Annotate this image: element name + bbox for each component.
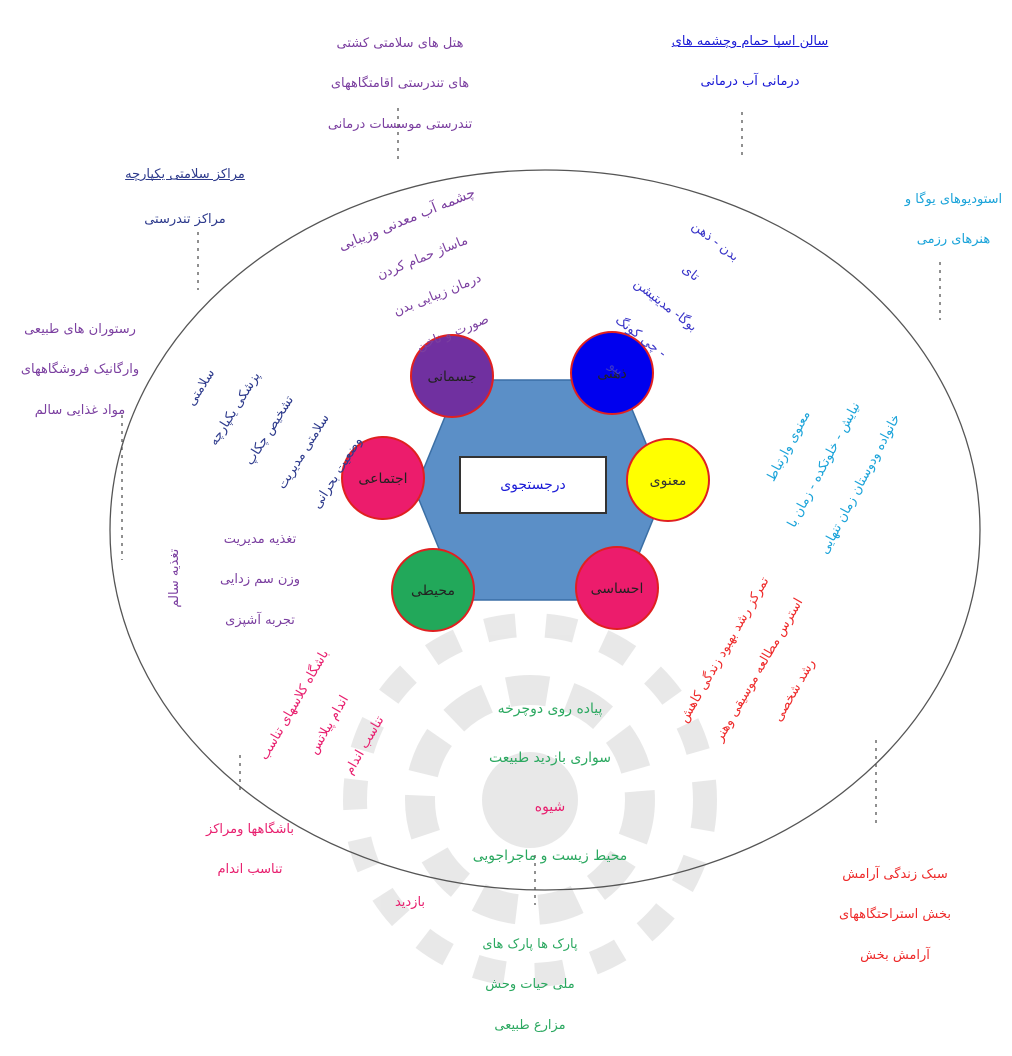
nodes-layer: جسمانی ذهنی معنوی احساسی محیطی اجتماعی [341, 331, 710, 632]
environment-line: پیاده روی دوچرخه [497, 700, 603, 717]
node-label-ejtemai: اجتماعی [358, 471, 407, 487]
node-label-ehsasi: احساسی [591, 581, 644, 597]
hotels-line: تندرستی موسسات درمانی [327, 116, 473, 132]
node-circle-zehni [570, 331, 654, 415]
environment-line: شیوه [534, 798, 566, 815]
fitness-centers-label: مراکز تندرستی [120, 190, 250, 250]
nutrition-title-line: تغذیه سالم [166, 548, 182, 608]
organic-restaurants-label: رستوران های طبیعی وارگانیک فروشگاههای مو… [5, 300, 155, 441]
gyms-line: باشگاهها ومراکز [206, 822, 294, 838]
integrated-centers-line: مراکز سلامتی یکپارچه [125, 167, 245, 183]
parks-line: پارک ها پارک های [482, 937, 578, 953]
hotels-label: هتل های سلامتی کشتی های تندرستی اقامتگاه… [300, 14, 500, 155]
fitness-line: اندام پیلاتس [306, 693, 353, 758]
fitness-centers-line: مراکز تندرستی [144, 212, 226, 228]
yoga-line: استودیوهای یوگا و [904, 192, 1003, 208]
node-label-zehni: ذهنی [597, 366, 627, 382]
visit-title-line: بازدید [394, 895, 426, 911]
relaxation-line: سبک زندگی آرامش [842, 867, 948, 883]
relaxation-label: سبک زندگی آرامش بخش استراحتگاههای آرامش … [805, 845, 985, 986]
spa-label: سالن اسپا حمام وچشمه های درمانی آب درمان… [640, 12, 860, 113]
outer-ellipse [109, 169, 981, 891]
nutrition-line: تجربه آشپزی [225, 612, 295, 628]
nutrition-line: تغذیه مدیریت [223, 532, 297, 548]
parks-line: ملی حیات وحش [485, 977, 575, 993]
dashed-connectors [121, 108, 941, 905]
relaxation-line: بخش استراحتگاههای [838, 907, 951, 923]
environment-label: پیاده روی دوچرخه سواری بازدید طبیعت شیوه… [440, 672, 660, 893]
center-label-box: درجستجوی [459, 456, 607, 514]
center-label: درجستجوی [500, 477, 566, 493]
watermark-logo [343, 613, 717, 987]
relaxation-line: آرامش بخش [860, 947, 930, 963]
node-circle-ejtemai [341, 436, 425, 520]
parks-line: مزارع طبیعی [494, 1017, 566, 1033]
node-label-mohiti: محیطی [411, 583, 455, 599]
diagram-canvas: جسمانی ذهنی معنوی احساسی محیطی اجتماعی درجستج… [5, 12, 1012, 1033]
gyms-label: باشگاهها ومراکز تناسب اندام [180, 800, 320, 901]
gyms-line: تناسب اندام [217, 862, 283, 878]
hotels-line: های تندرستی اقامتگاههای [330, 76, 470, 92]
visit-title: بازدید [370, 873, 450, 933]
yoga-line: هنرهای رزمی [916, 232, 991, 248]
node-circle-jesmani [410, 334, 494, 418]
spa-line: درمانی آب درمانی [700, 74, 800, 90]
node-label-jesmani: جسمانی [427, 369, 476, 385]
parks-label: پارک ها پارک های ملی حیات وحش مزارع طبیع… [450, 915, 610, 1056]
node-circle-ehsasi [575, 546, 659, 630]
yoga-studios-label: استودیوهای یوگا و هنرهای رزمی [895, 170, 1012, 271]
spa-line: سالن اسپا حمام وچشمه های [671, 34, 829, 50]
diagram-graphics: جسمانی ذهنی معنوی احساسی محیطی اجتماعی [109, 108, 981, 987]
organic-line: مواد غذایی سالم [34, 402, 126, 418]
integrated-centers-title: مراکز سلامتی یکپارچه [100, 145, 270, 205]
hotels-line: هتل های سلامتی کشتی [336, 36, 464, 52]
organic-line: رستوران های طبیعی [24, 322, 136, 338]
environment-line: محیط زیست و ماجراجویی [472, 847, 628, 864]
nutrition-line: وزن سم زدایی [219, 572, 301, 588]
environment-line: سواری بازدید طبیعت [489, 749, 611, 766]
node-label-manavi: معنوی [650, 473, 687, 489]
nutrition-label: تغذیه مدیریت وزن سم زدایی تجربه آشپزی [195, 510, 325, 651]
organic-line: وارگانیک فروشگاههای [20, 362, 140, 378]
node-circle-manavi [626, 438, 710, 522]
node-circle-mohiti [391, 548, 475, 632]
